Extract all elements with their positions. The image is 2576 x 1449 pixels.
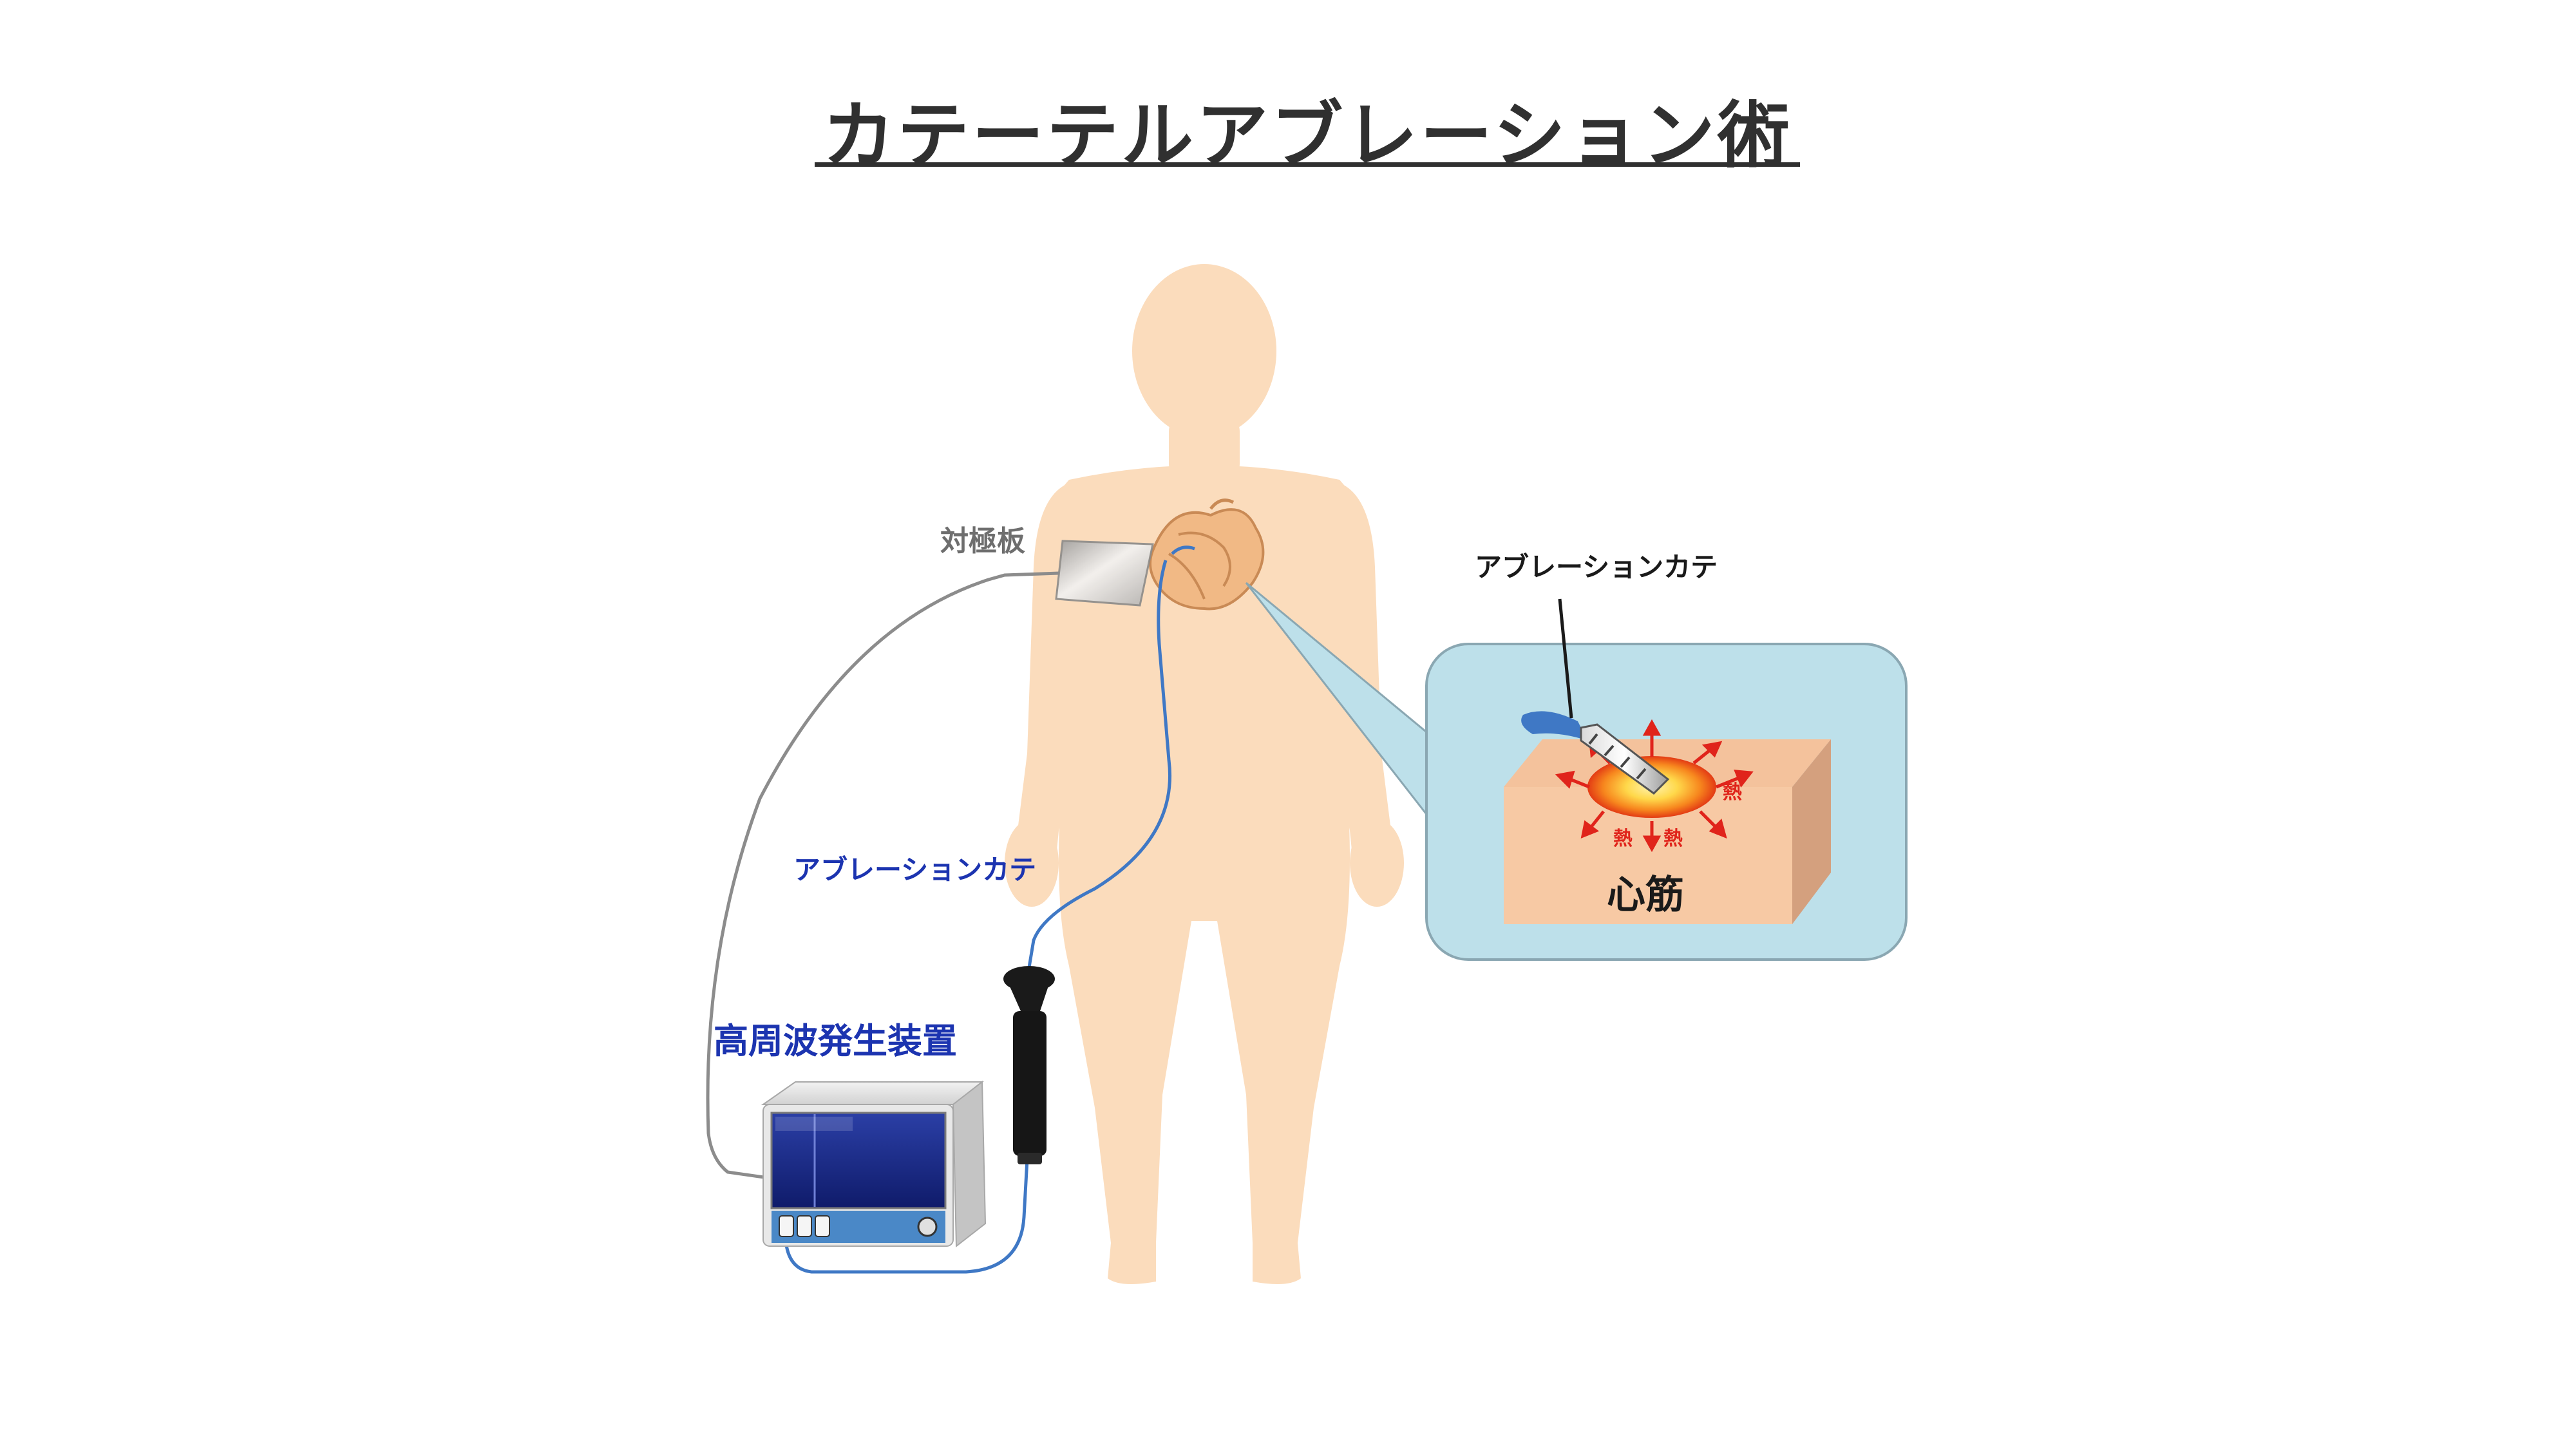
counter-electrode-label: 対極板 xyxy=(940,525,1025,558)
ablation-catheter-tip xyxy=(1521,711,1670,795)
ground-wire xyxy=(706,571,1060,1180)
catheter-handle xyxy=(1003,966,1055,1164)
myocardium-label: 心筋 xyxy=(1607,873,1684,918)
heat-label: 熱 xyxy=(1613,828,1633,850)
catheter-inset-leader xyxy=(1558,598,1573,719)
heat-label: 熱 xyxy=(1663,828,1683,850)
title-underline xyxy=(815,162,1800,167)
rf-generator-device xyxy=(761,1080,987,1248)
heat-label: 熱 xyxy=(1723,781,1742,804)
generator-label: 高周波発生装置 xyxy=(714,1021,957,1061)
human-body xyxy=(1005,264,1404,1284)
catheter-line xyxy=(1025,560,1172,980)
catheter-label-inset: アブレーションカテ xyxy=(1475,551,1718,583)
catheter-label-left: アブレーションカテ xyxy=(793,854,1036,886)
heart-illustration xyxy=(1149,498,1265,611)
counter-electrode-plate xyxy=(1055,540,1154,607)
